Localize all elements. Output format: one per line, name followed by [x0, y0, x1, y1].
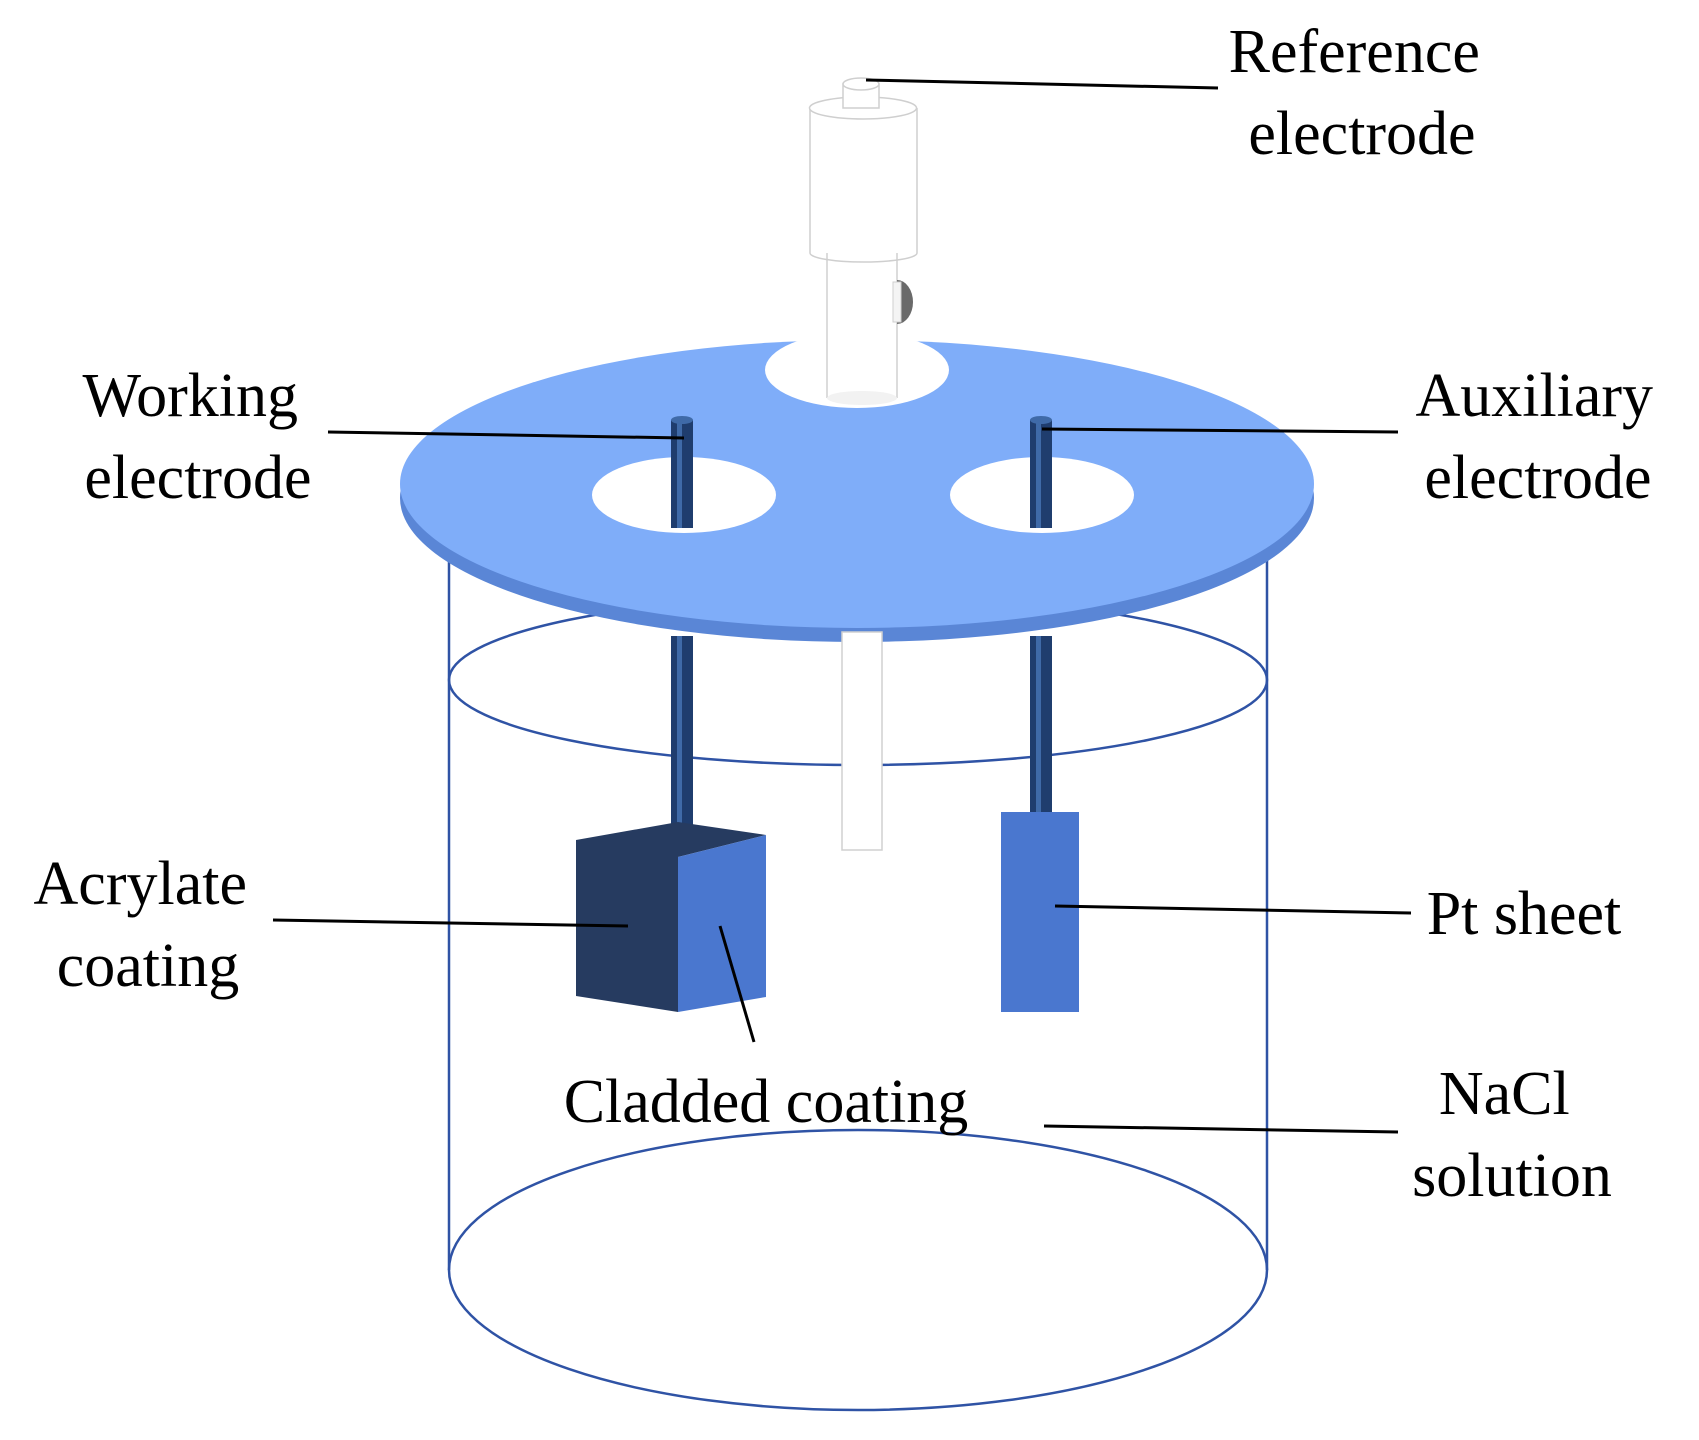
label-acrylate-coating-line1: Acrylate [34, 850, 247, 918]
leader-pt-sheet [1054, 904, 1412, 915]
acrylate-coating-face [576, 822, 766, 1012]
label-nacl-solution-line2: solution [1412, 1142, 1612, 1210]
leader-reference-electrode [865, 78, 1219, 90]
label-auxiliary-electrode-line2: electrode [1424, 444, 1651, 512]
labels: Reference electrode Working electrode Au… [34, 18, 1668, 1210]
leader-working-electrode [327, 430, 685, 440]
cell-lid [400, 332, 1314, 642]
label-acrylate-coating-line2: coating [57, 932, 240, 1000]
reference-electrode [808, 77, 918, 851]
label-reference-electrode: Reference electrode [1229, 18, 1496, 168]
auxiliary-electrode [1001, 416, 1079, 1012]
cladded-coating-face [678, 835, 766, 1012]
leader-lines [272, 78, 1412, 1134]
label-auxiliary-electrode: Auxiliary electrode [1415, 362, 1668, 512]
reference-electrode-tip [841, 631, 883, 851]
label-nacl-solution-line1: NaCl [1439, 1060, 1570, 1128]
label-reference-electrode-line1: Reference [1229, 18, 1480, 86]
pt-sheet [1001, 812, 1079, 1012]
label-nacl-solution: NaCl solution [1412, 1060, 1612, 1210]
reference-electrode-upper-body [810, 108, 917, 253]
leader-nacl-solution [1043, 1124, 1399, 1134]
reference-electrode-lower-body [827, 250, 897, 398]
working-electrode [576, 416, 766, 1012]
label-working-electrode-line2: electrode [84, 444, 311, 512]
leader-auxiliary-electrode [1041, 427, 1399, 434]
label-working-electrode: Working electrode [83, 362, 314, 512]
leader-cladded-coating [718, 925, 756, 1043]
label-auxiliary-electrode-line1: Auxiliary [1415, 362, 1653, 430]
label-cladded-coating: Cladded coating [564, 1068, 969, 1136]
leader-acrylate-coating [272, 918, 629, 928]
lid-top [400, 340, 1314, 628]
beaker-bottom [447, 1128, 1269, 1412]
label-reference-electrode-line2: electrode [1248, 100, 1475, 168]
label-acrylate-coating: Acrylate coating [34, 850, 263, 1000]
label-working-electrode-line1: Working [83, 362, 298, 430]
label-pt-sheet: Pt sheet [1427, 880, 1622, 948]
